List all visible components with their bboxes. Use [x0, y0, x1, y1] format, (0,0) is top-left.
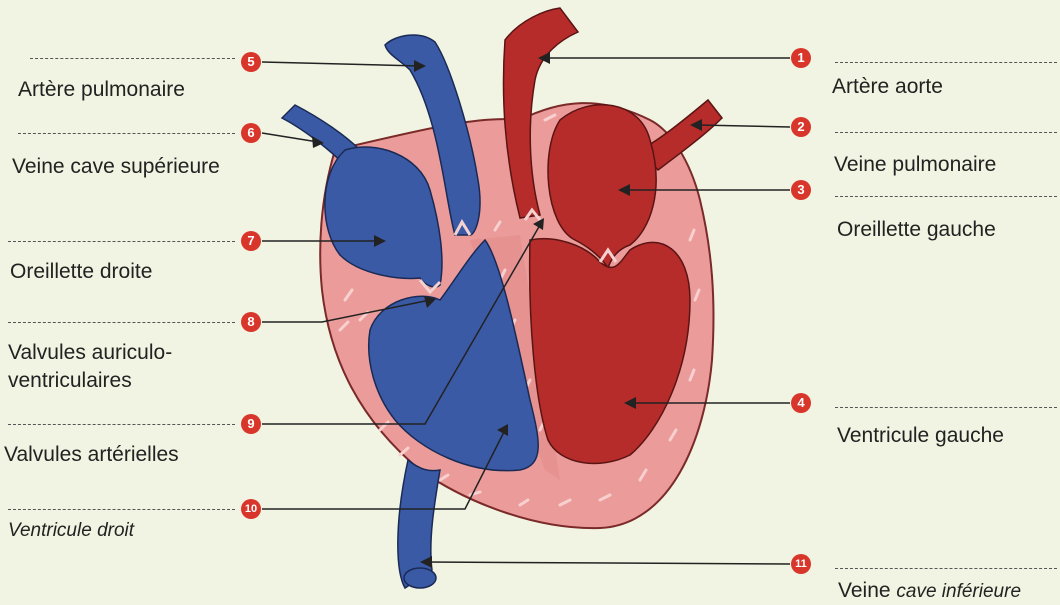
label-veine-pulmonaire: Veine pulmonaire	[834, 152, 996, 178]
label-oreillette-gauche: Oreillette gauche	[837, 217, 996, 243]
dash-line	[835, 132, 1057, 133]
label-number-9: 9	[241, 414, 261, 434]
label-ventricule-gauche: Ventricule gauche	[837, 423, 1004, 449]
dash-line	[8, 509, 235, 510]
dash-line	[835, 568, 1057, 569]
label-number-8: 8	[241, 312, 261, 332]
dash-line	[30, 58, 235, 59]
dash-line	[835, 407, 1057, 408]
label-veine-cave-superieure: Veine cave supérieure	[12, 154, 220, 180]
dash-line	[835, 196, 1057, 197]
label-number-11: 11	[791, 554, 811, 574]
label-number-2: 2	[791, 117, 811, 137]
label-number-6: 6	[241, 123, 261, 143]
label-artere-aorte: Artère aorte	[832, 74, 943, 100]
label-veine-word: Veine	[838, 579, 896, 602]
label-veine-cave-inferieure: Veine cave inférieure	[838, 578, 1021, 605]
label-ventricule-droit: Ventricule droit	[8, 518, 134, 544]
label-number-4: 4	[791, 393, 811, 413]
label-valvules-av-2: ventriculaires	[8, 368, 132, 394]
label-number-3: 3	[791, 180, 811, 200]
dash-line	[18, 133, 235, 134]
dash-line	[835, 62, 1057, 63]
inferior-vena-cava-opening	[404, 568, 436, 588]
label-number-10: 10	[241, 499, 261, 519]
label-number-5: 5	[241, 52, 261, 72]
dash-line	[8, 241, 235, 242]
label-valvules-av-1: Valvules auriculo-	[8, 340, 172, 366]
label-number-1: 1	[791, 48, 811, 68]
label-number-7: 7	[241, 231, 261, 251]
label-cave-inferieure-italic: cave inférieure	[896, 581, 1021, 602]
label-valvules-arterielles: Valvules artérielles	[4, 442, 179, 468]
dash-line	[8, 424, 235, 425]
label-artere-pulmonaire: Artère pulmonaire	[18, 77, 185, 103]
label-oreillette-droite: Oreillette droite	[10, 259, 152, 285]
dash-line	[8, 322, 235, 323]
